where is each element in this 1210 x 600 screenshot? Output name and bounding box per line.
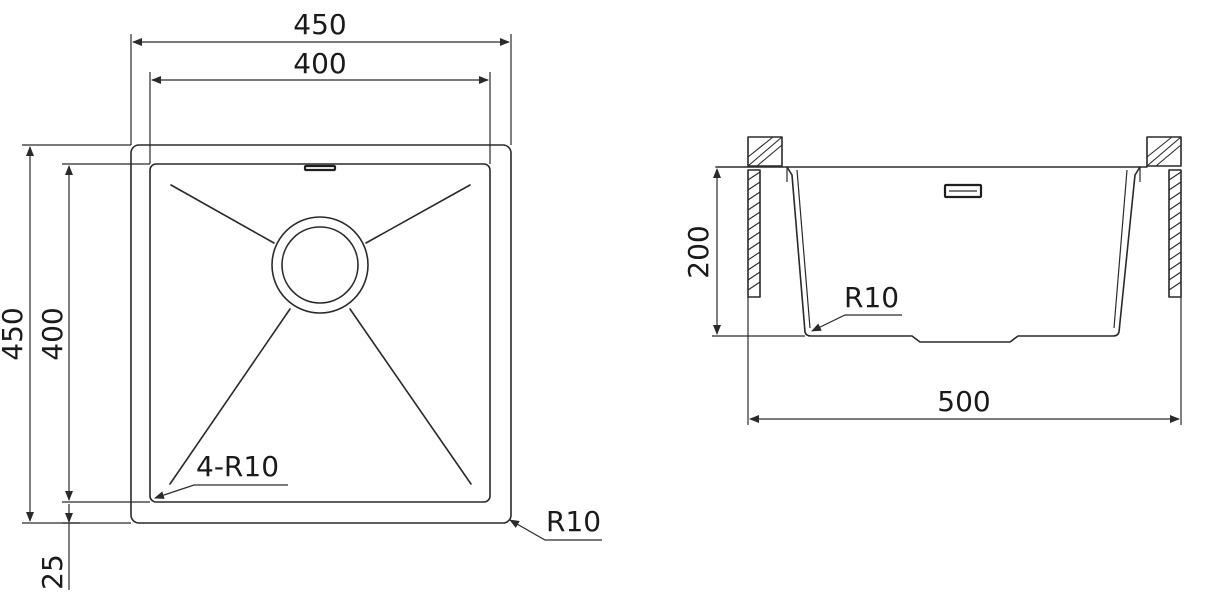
inner-bowl [149,163,491,503]
dim-outer-height: 450 [0,307,29,360]
hatch-right [1168,171,1182,291]
bowl-profile-inner [796,169,1128,329]
countertop-left [747,136,783,167]
countertop-right [1146,136,1182,167]
dim-flange: 25 [36,554,69,590]
leader-outer-radius [509,519,602,541]
label-inner-corner-radius: 4-R10 [196,450,279,483]
label-outer-corner-radius: R10 [546,505,601,538]
bowl-profile-outer [786,166,1141,343]
drain-inner-ring [281,226,359,304]
overflow-slot [303,164,337,172]
dim-overall-width: 500 [937,385,990,418]
dim-depth: 200 [682,225,715,278]
leader-bottom-radius [811,314,902,332]
cabinet-wall-left [747,169,761,298]
slope-line-bottom-right [349,308,472,485]
drain-outer-ring [271,216,369,314]
top-view: 450 400 450 400 25 4-R10 R10 [0,8,602,590]
slope-line-top-right [365,184,471,244]
slope-line-top-left [170,184,275,244]
section-view: 200 R10 500 [682,136,1182,425]
cabinet-wall-right [1168,169,1182,298]
label-bottom-radius: R10 [844,281,899,314]
outer-rim [130,144,512,524]
leader-inner-radius [154,484,288,499]
overflow-badge [943,183,983,199]
slope-line-bottom-left [169,308,291,485]
dim-inner-height: 400 [36,307,69,360]
hatch-left [747,171,761,291]
dim-inner-width: 400 [293,47,346,80]
dim-outer-width: 450 [293,8,346,41]
